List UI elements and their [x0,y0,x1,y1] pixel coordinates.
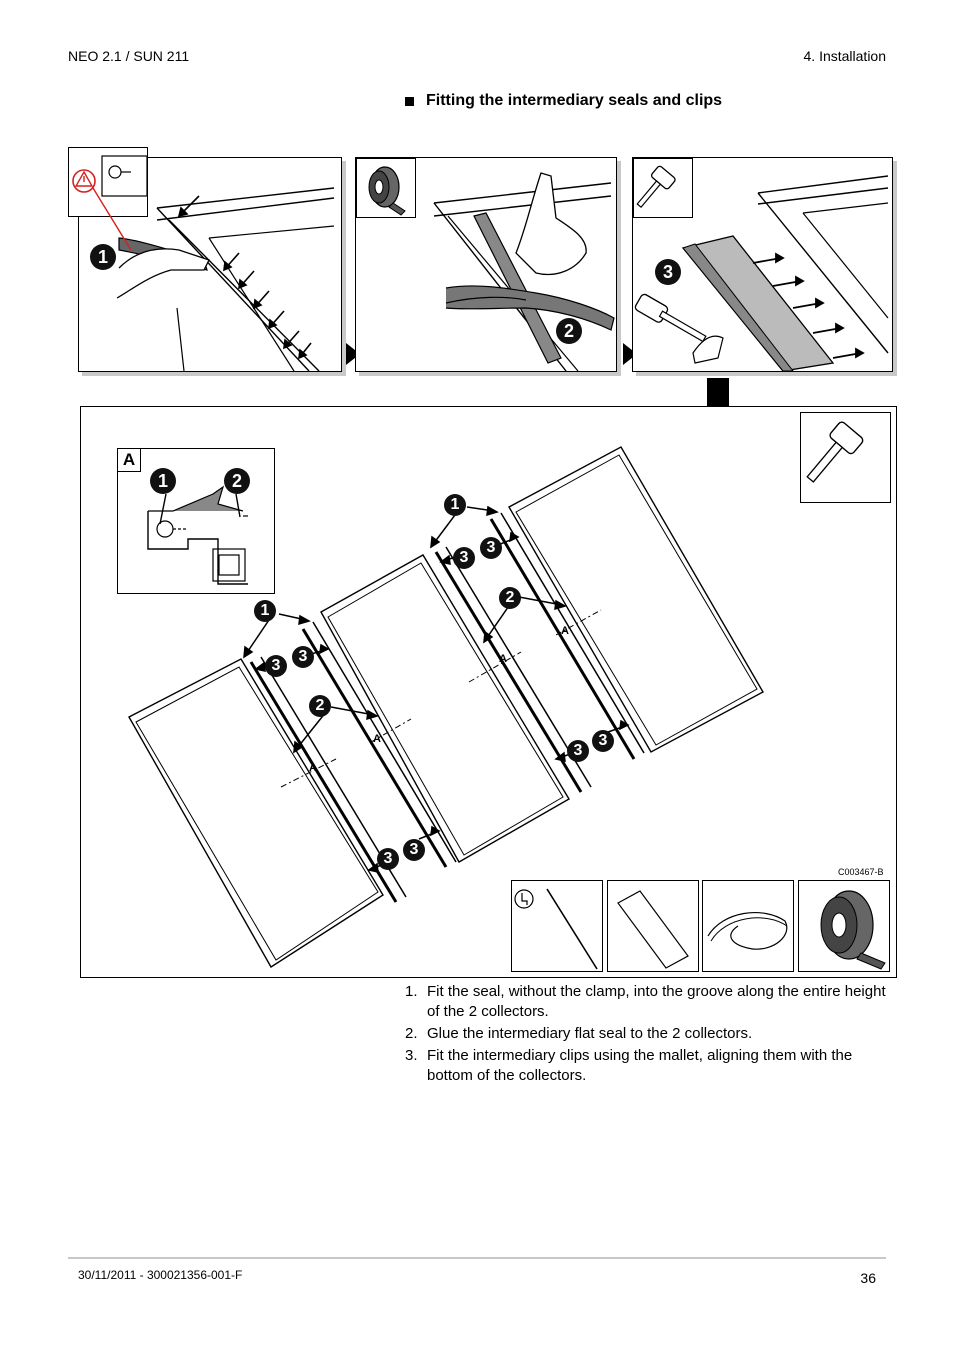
callout-1: 1 [254,600,276,622]
tape-roll-tool-box [356,158,416,218]
instruction-number: 3. [405,1047,418,1064]
page-number: 36 [860,1270,876,1286]
mallet-icon [806,421,864,483]
callout-1: 1 [90,244,116,270]
callout-2: 2 [499,587,521,609]
section-title: Fitting the intermediary seals and clips [405,92,722,110]
callout-3: 3 [567,740,589,762]
section-marker: A [499,653,507,665]
callout-3: 3 [655,259,681,285]
step-panel-2: 2 [355,157,617,372]
section-marker: A [373,733,381,745]
next-step-arrow-icon [346,343,360,365]
part-flat-seal-box [607,880,699,972]
section-marker: A [309,762,317,774]
flat-seal-icon [617,890,689,969]
instruction-item: 3. Fit the intermediary clips using the … [405,1046,895,1086]
callout-3: 3 [480,537,502,559]
footer-date-ref: 30/11/2011 - 300021356-001-F [78,1268,243,1282]
mallet-tool-box-main [800,412,891,503]
step-panel-3: 3 [632,157,893,372]
instruction-list: 1. Fit the seal, without the clamp, into… [405,982,895,1088]
instruction-item: 1. Fit the seal, without the clamp, into… [405,982,895,1022]
instruction-text: Glue the intermediary flat seal to the 2… [427,1025,753,1042]
detail-callout-2: 2 [224,468,250,494]
instruction-text: Fit the seal, without the clamp, into th… [427,983,886,1020]
instruction-item: 2. Glue the intermediary flat seal to th… [405,1024,895,1044]
mallet-tool-box [633,158,693,218]
callout-2: 2 [309,695,331,717]
section-title-text: Fitting the intermediary seals and clips [426,92,723,109]
main-assembly-figure: A 1 2 1 1 2 2 3 3 3 3 3 3 3 3 [80,406,897,978]
callout-2: 2 [556,318,582,344]
callout-3: 3 [403,839,425,861]
warning-icon [72,155,148,251]
square-bullet-icon [405,96,414,106]
seal-coil-icon [707,912,788,950]
seal-profile-detail [147,485,248,585]
clip-rod-icon [514,888,598,970]
step-panel-1: 1 [78,157,342,372]
flat-seal-gluing-illustration [433,172,615,372]
detail-a-box: A 1 2 [117,448,275,594]
callout-3: 3 [292,646,314,668]
callout-3: 3 [265,655,287,677]
figure-code: C003467-B [838,867,884,877]
header-section: 4. Installation [803,48,887,64]
callout-3: 3 [377,848,399,870]
tape-roll-icon [820,890,886,970]
header-product: NEO 2.1 / SUN 211 [68,48,190,64]
detail-label: A [118,449,141,472]
callout-3: 3 [592,730,614,752]
callout-1: 1 [444,494,466,516]
part-tape-box [798,880,890,972]
detail-callout-1: 1 [150,468,176,494]
part-clip-box [511,880,603,972]
seal-detail-box [68,147,148,251]
instruction-text: Fit the intermediary clips using the mal… [427,1047,853,1084]
next-step-arrow-icon [623,343,637,365]
instruction-number: 2. [405,1025,418,1042]
mallet-icon [636,165,676,209]
footer-divider [68,1257,886,1259]
seal-insertion-illustration [116,187,335,372]
instruction-number: 1. [405,983,418,1000]
tape-roll-icon [368,166,406,216]
section-marker: A [561,625,569,637]
part-seal-coil-box [702,880,794,972]
callout-3: 3 [453,547,475,569]
clip-hammering-illustration [634,175,889,372]
